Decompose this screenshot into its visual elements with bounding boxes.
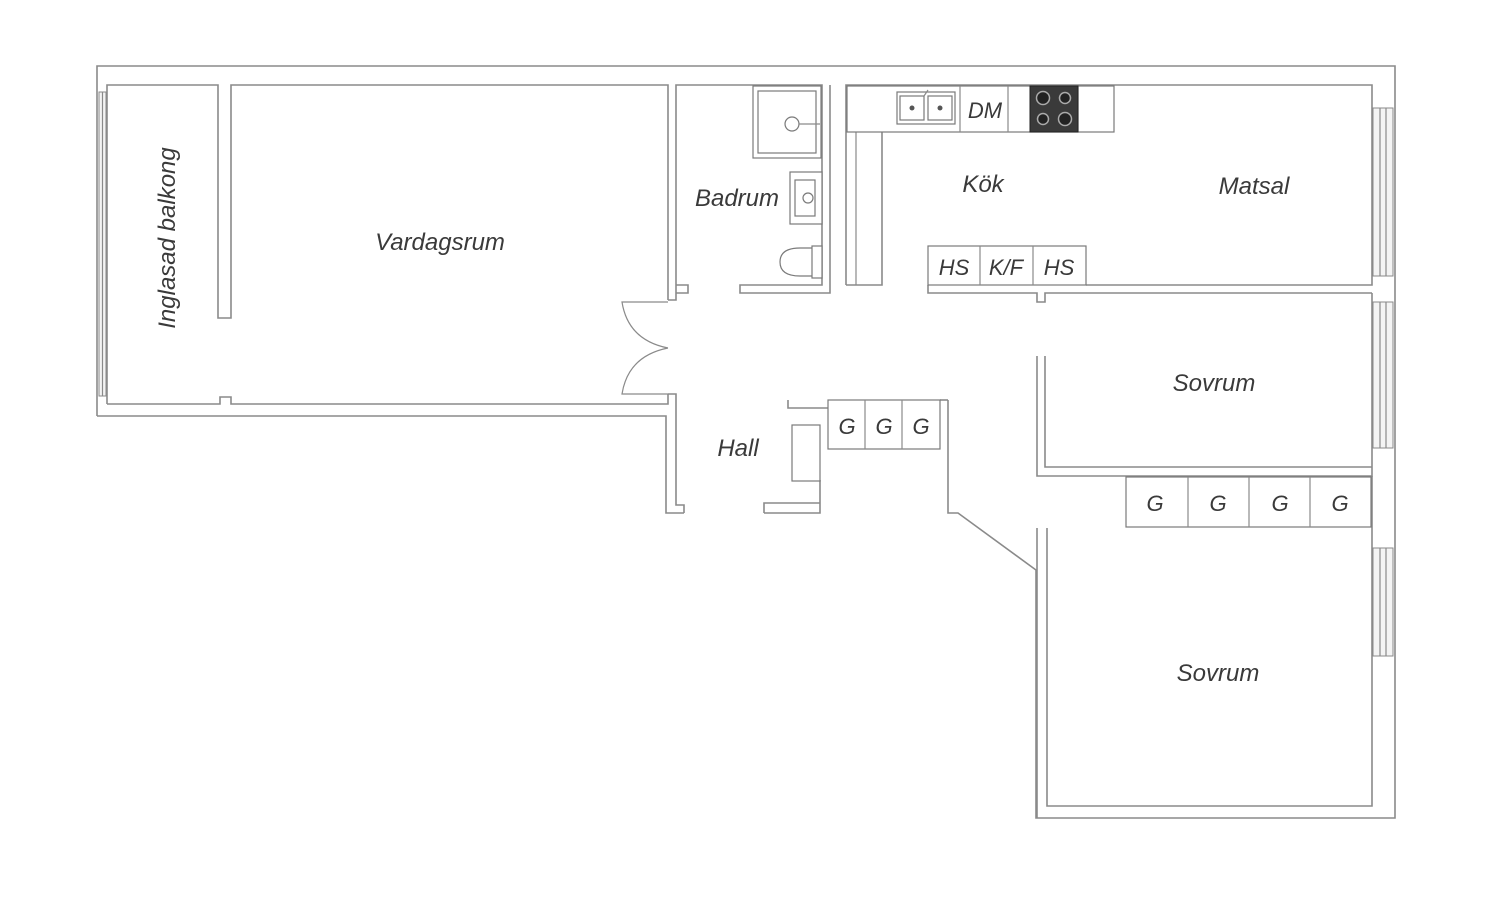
bedroom-wardrobe-label-2: G xyxy=(1209,491,1226,516)
room-label-bath: Badrum xyxy=(695,185,779,212)
room-label-hall: Hall xyxy=(717,435,759,462)
shower-icon xyxy=(752,85,822,159)
right-windows xyxy=(1372,107,1394,657)
balcony-glazing xyxy=(98,91,107,397)
room-label-balcony: Inglasad balkong xyxy=(154,147,181,329)
room-label-living: Vardagsrum xyxy=(375,229,505,256)
bedroom-wardrobe-label-1: G xyxy=(1146,491,1163,516)
toilet-icon xyxy=(779,245,823,279)
cabinet-hs-left-label: HS xyxy=(939,255,970,280)
dishwasher-label: DM xyxy=(968,98,1003,123)
kitchen-cabinets xyxy=(927,245,1087,286)
room-label-dining: Matsal xyxy=(1219,173,1290,200)
sink-icon xyxy=(789,171,823,225)
hall-wardrobes xyxy=(827,399,941,450)
bedroom-wardrobe-label-3: G xyxy=(1271,491,1288,516)
room-label-kitchen: Kök xyxy=(962,171,1005,198)
bedroom-wardrobes xyxy=(1125,476,1372,528)
room-label-bedroom-1: Sovrum xyxy=(1173,370,1256,397)
kitchen-walls xyxy=(845,84,1373,303)
hall-wardrobe-label-2: G xyxy=(875,414,892,439)
hall-walls xyxy=(668,393,948,513)
hall-bench-icon xyxy=(791,424,821,482)
fridge-freezer-label: K/F xyxy=(989,255,1025,280)
kitchen-sink-icon xyxy=(896,89,956,125)
room-label-bedroom-2: Sovrum xyxy=(1177,660,1260,687)
cabinet-hs-right-label: HS xyxy=(1044,255,1075,280)
stove-icon xyxy=(1029,85,1079,133)
bedroom-wardrobe-label-4: G xyxy=(1331,491,1348,516)
outer-walls xyxy=(96,65,1396,819)
bathroom-walls xyxy=(668,84,831,301)
bedroom-walls xyxy=(1036,293,1373,818)
double-door-icon xyxy=(621,301,669,395)
hall-wardrobe-label-1: G xyxy=(838,414,855,439)
hall-wardrobe-label-3: G xyxy=(912,414,929,439)
